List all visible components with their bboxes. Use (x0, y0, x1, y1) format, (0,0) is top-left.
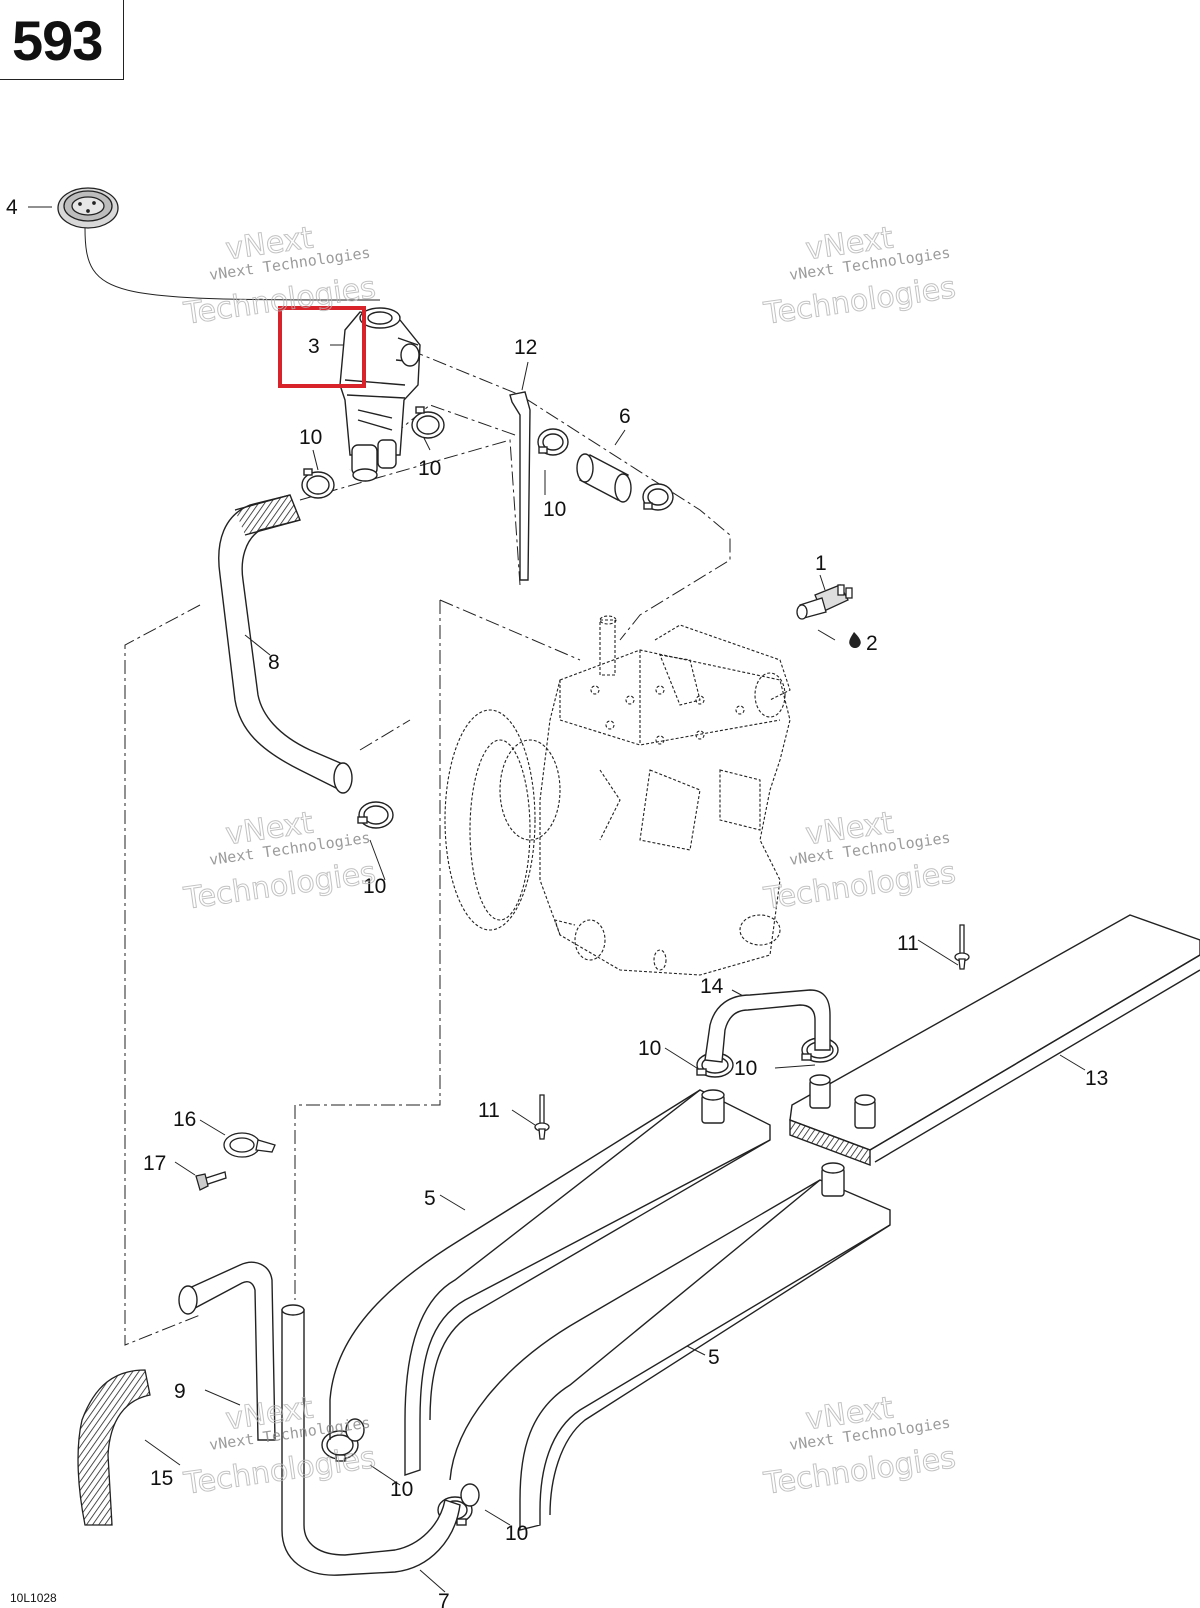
vent-tube-part-12 (509, 391, 531, 581)
highlight-box-part-3 (278, 306, 366, 388)
coolant-reservoir-part-3 (339, 307, 421, 482)
callout-3: 3 (308, 335, 320, 358)
heat-exchanger-part-13 (789, 914, 1200, 1167)
hose-part-7 (281, 1304, 480, 1576)
engine-block (444, 615, 791, 976)
screw-part-17 (195, 1171, 227, 1191)
callout-1: 1 (815, 552, 827, 575)
callout-5b: 5 (708, 1346, 720, 1369)
callout-12: 12 (514, 336, 537, 359)
callout-7: 7 (438, 1590, 450, 1608)
callout-10h: 10 (505, 1522, 528, 1545)
short-hose-part-6 (576, 453, 632, 503)
page-number-box: 593 (0, 0, 124, 80)
hose-part-9 (178, 1261, 276, 1441)
corrugated-hose-part-15 (77, 1369, 151, 1526)
callout-labels: 4 3 12 6 10 10 10 1 2 8 10 11 14 10 10 1… (6, 196, 1108, 1608)
callout-10d: 10 (363, 875, 386, 898)
leader-lines (28, 206, 1086, 1593)
page-number: 593 (12, 9, 103, 72)
callout-10g: 10 (390, 1478, 413, 1501)
sealant-drop-icon (849, 632, 861, 648)
callout-11b: 11 (478, 1099, 500, 1122)
callout-17: 17 (143, 1152, 166, 1175)
callout-2: 2 (866, 632, 878, 655)
heat-exchanger-part-5-a (329, 1089, 771, 1476)
push-rivets-part-11 (534, 924, 970, 1140)
u-hose-part-14 (704, 989, 831, 1063)
clamps-part-10 (301, 406, 839, 1526)
callout-9: 9 (174, 1380, 186, 1403)
callout-10e: 10 (638, 1037, 661, 1060)
callout-6: 6 (619, 405, 631, 428)
temperature-sensor-part-1 (796, 584, 853, 620)
radiator-cap-part-4 (57, 187, 119, 229)
callout-10c: 10 (543, 498, 566, 521)
clip-part-16 (223, 1132, 276, 1158)
callout-10f: 10 (734, 1057, 757, 1080)
diagram-code: 10L1028 (10, 1591, 57, 1605)
callout-10b: 10 (418, 457, 441, 480)
heat-exchanger-part-5-b (449, 1162, 891, 1531)
callout-8: 8 (268, 651, 280, 674)
callout-11a: 11 (897, 932, 919, 955)
hose-part-8 (218, 494, 353, 794)
callout-16: 16 (173, 1108, 196, 1131)
callout-5a: 5 (424, 1187, 436, 1210)
callout-10a: 10 (299, 426, 322, 449)
callout-4: 4 (6, 196, 18, 219)
callout-15: 15 (150, 1467, 173, 1490)
callout-13: 13 (1085, 1067, 1108, 1090)
callout-14: 14 (700, 975, 724, 998)
